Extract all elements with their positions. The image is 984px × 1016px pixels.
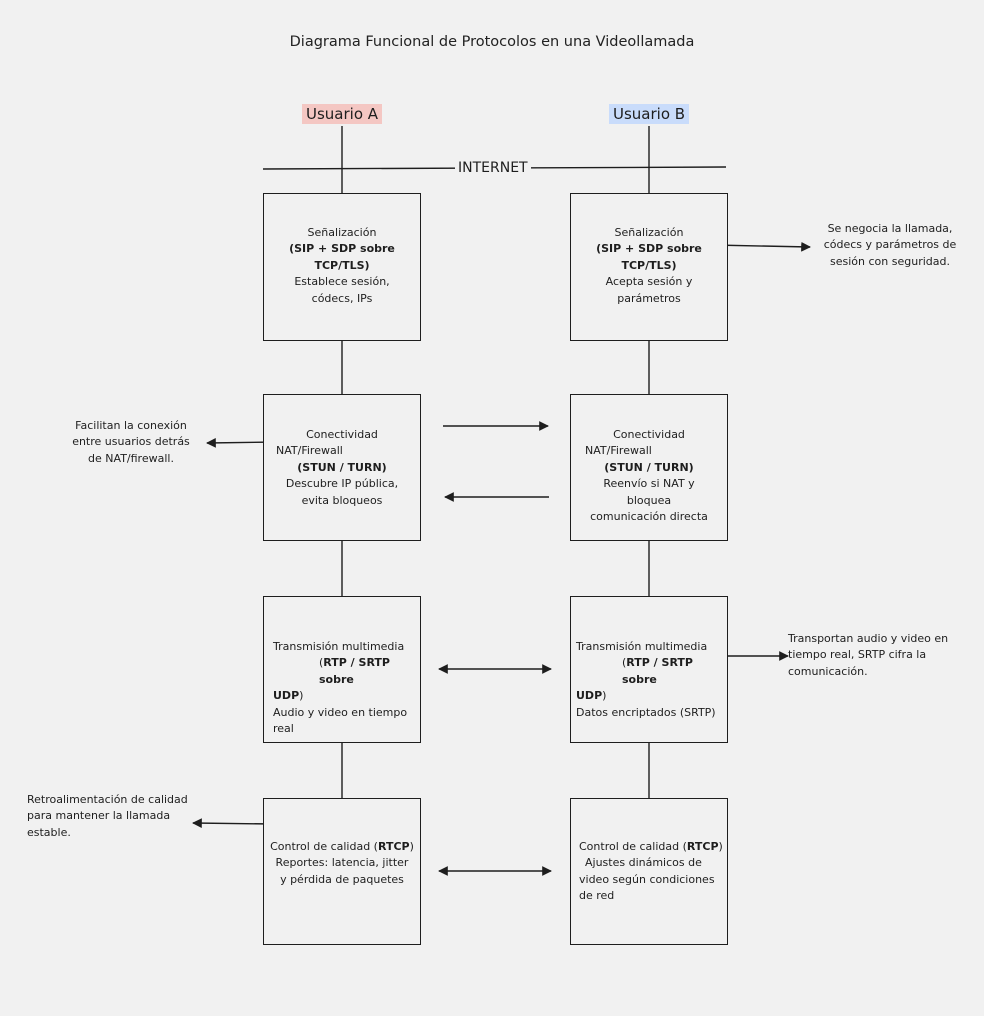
box-a-media-protocol-1: RTP / SRTP sobre — [319, 656, 390, 686]
box-b-media-title: Transmisión multimedia — [576, 640, 708, 653]
internet-label: INTERNET — [455, 160, 531, 176]
box-b-quality-desc-2: video según condiciones — [579, 872, 715, 886]
box-b-conn-desc-1: Reenvío si NAT y — [603, 477, 695, 491]
box-a-quality-paren-close: ) — [409, 840, 414, 853]
box-a-media-desc-1: Audio y video en tiempo — [273, 705, 408, 719]
note-quality-line-3: estable. — [27, 825, 71, 839]
box-a-quality-desc-2: y pérdida de paquetes — [280, 872, 404, 886]
box-a-signaling-protocol-1: (SIP + SDP sobre — [289, 242, 395, 256]
box-a-quality-desc-1: Reportes: latencia, jitter — [275, 856, 409, 870]
box-a-signaling-protocol-2: TCP/TLS) — [314, 258, 370, 272]
user-a-label: Usuario A — [302, 104, 383, 124]
box-a-media-paren-close: ) — [299, 689, 304, 703]
note-signaling: Se negocia la llamada, códecs y parámetr… — [810, 221, 970, 270]
box-b-conn-desc-2: bloquea — [626, 493, 672, 507]
box-b-quality: Control de calidad (RTCP) Ajustes dinámi… — [570, 798, 728, 945]
note-quality: Retroalimentación de calidad para manten… — [27, 792, 217, 841]
box-a-conn-desc-1: Descubre IP pública, — [285, 477, 399, 491]
box-b-signaling: Señalización (SIP + SDP sobre TCP/TLS) A… — [570, 193, 728, 341]
arrow-note-signal — [712, 241, 811, 252]
box-a-signaling-desc-2: códecs, IPs — [311, 291, 373, 305]
box-a-conn-protocol: (STUN / TURN) — [297, 460, 387, 474]
note-quality-line-1: Retroalimentación de calidad — [27, 793, 188, 806]
note-quality-line-2: para mantener la llamada — [27, 809, 171, 823]
note-media-line-2: tiempo real, SRTP cifra la — [788, 648, 927, 662]
box-b-conn-desc-3: comunicación directa — [590, 510, 708, 524]
box-a-quality-protocol: RTCP — [377, 840, 410, 853]
box-a-signaling-desc-1: Establece sesión, — [294, 275, 390, 289]
box-b-signaling-protocol-1: (SIP + SDP sobre — [596, 242, 702, 256]
box-a-signaling: Señalización (SIP + SDP sobre TCP/TLS) E… — [263, 193, 421, 341]
note-media-line-3: comunicación. — [788, 664, 868, 678]
box-b-media-desc: Datos encriptados (SRTP) — [576, 705, 716, 719]
box-b-conn-title-1: Conectividad — [613, 428, 685, 441]
box-b-signaling-desc-2: parámetros — [617, 291, 681, 305]
box-a-conn-desc-2: evita bloqueos — [301, 493, 383, 507]
box-a-media-paren-open: ( — [319, 656, 324, 670]
note-connectivity: Facilitan la conexión entre usuarios det… — [56, 418, 206, 467]
note-signaling-line-1: Se negocia la llamada, — [827, 222, 953, 235]
box-a-quality: Control de calidad (RTCP) Reportes: late… — [263, 798, 421, 945]
box-b-media: Transmisión multimedia (RTP / SRTP sobre… — [570, 596, 728, 743]
note-conn-line-3: de NAT/firewall. — [88, 451, 174, 465]
box-b-quality-protocol: RTCP — [686, 840, 719, 853]
box-a-media-protocol-2: UDP — [273, 689, 300, 703]
box-b-quality-desc-1: Ajustes dinámicos de — [585, 856, 702, 870]
box-a-quality-title: Control de calidad ( — [270, 840, 378, 853]
user-b-label: Usuario B — [609, 104, 690, 124]
box-a-media-title: Transmisión multimedia — [273, 640, 405, 653]
box-a-conn-title-1: Conectividad — [306, 428, 378, 441]
box-b-signaling-desc-1: Acepta sesión y — [605, 275, 693, 289]
box-b-media-paren-close: ) — [602, 689, 607, 703]
note-conn-line-2: entre usuarios detrás — [72, 435, 190, 449]
box-b-media-protocol-2: UDP — [576, 689, 603, 703]
diagram-title: Diagrama Funcional de Protocolos en una … — [289, 34, 695, 50]
box-b-quality-paren-close: ) — [718, 840, 723, 853]
note-media-line-1: Transportan audio y video en — [788, 632, 949, 645]
box-b-media-paren-open: ( — [622, 656, 627, 670]
box-b-quality-title: Control de calidad ( — [579, 840, 687, 853]
box-b-signaling-title: Señalización — [614, 226, 684, 239]
box-a-media: Transmisión multimedia (RTP / SRTP sobre… — [263, 596, 421, 743]
box-b-conn-protocol: (STUN / TURN) — [604, 460, 694, 474]
box-b-media-protocol-1: RTP / SRTP sobre — [622, 656, 693, 686]
note-signaling-line-2: códecs y parámetros de — [823, 238, 957, 252]
box-a-connectivity: Conectividad NAT/Firewall (STUN / TURN) … — [263, 394, 421, 541]
box-b-signaling-protocol-2: TCP/TLS) — [621, 258, 677, 272]
box-b-quality-desc-3: de red — [579, 889, 615, 903]
box-b-conn-title-2: NAT/Firewall — [585, 444, 652, 458]
box-a-conn-title-2: NAT/Firewall — [276, 444, 343, 458]
note-media: Transportan audio y video en tiempo real… — [788, 631, 978, 680]
box-b-connectivity: Conectividad NAT/Firewall (STUN / TURN) … — [570, 394, 728, 541]
box-a-signaling-title: Señalización — [307, 226, 377, 239]
box-a-media-desc-2: real — [273, 722, 294, 736]
note-signaling-line-3: sesión con seguridad. — [830, 254, 950, 268]
note-conn-line-1: Facilitan la conexión — [75, 419, 187, 432]
